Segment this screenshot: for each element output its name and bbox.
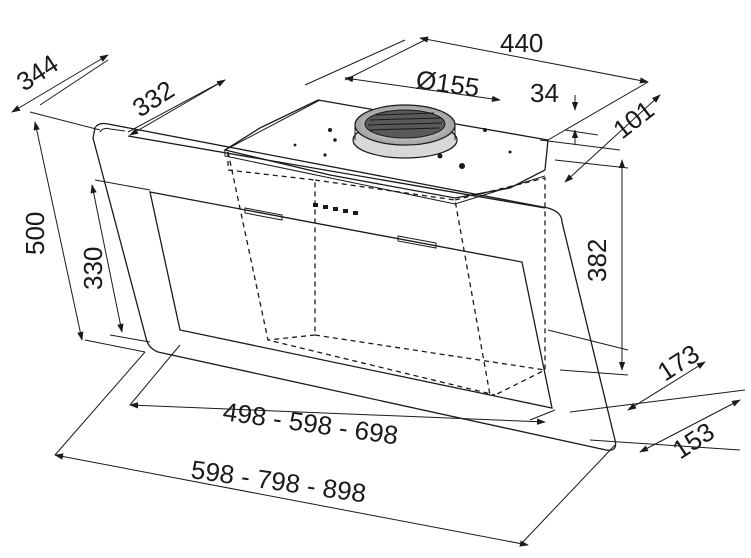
hood-front-frame xyxy=(149,191,553,409)
dim-duct-offset: 34 xyxy=(530,78,559,108)
hood-body xyxy=(92,99,617,451)
dim-height-glass: 330 xyxy=(78,247,108,290)
dim-width-top: 440 xyxy=(500,28,543,58)
top-plate xyxy=(223,99,549,199)
dim-height-total: 500 xyxy=(20,212,50,255)
dim-depth-inner: 332 xyxy=(127,74,180,123)
dim-height-side: 382 xyxy=(582,239,612,282)
dim-depth-outer: 344 xyxy=(11,48,64,97)
dim-depth-bottom-lower: 153 xyxy=(667,416,720,465)
dim-width-outer: 598 - 798 - 898 xyxy=(189,454,368,508)
dimension-lines xyxy=(11,36,746,547)
hidden-body-outline xyxy=(227,151,546,396)
dim-duct-diameter: Ø155 xyxy=(414,64,481,103)
glass-panel xyxy=(92,122,617,451)
mounting-holes xyxy=(293,128,512,169)
dim-depth-bottom-upper: 173 xyxy=(652,338,705,387)
control-buttons xyxy=(313,203,358,215)
dimension-labels: 440 Ø155 34 101 344 332 500 330 382 173 … xyxy=(11,28,720,508)
duct-collar xyxy=(352,104,458,159)
dim-width-inner: 498 - 598 - 698 xyxy=(221,396,400,450)
